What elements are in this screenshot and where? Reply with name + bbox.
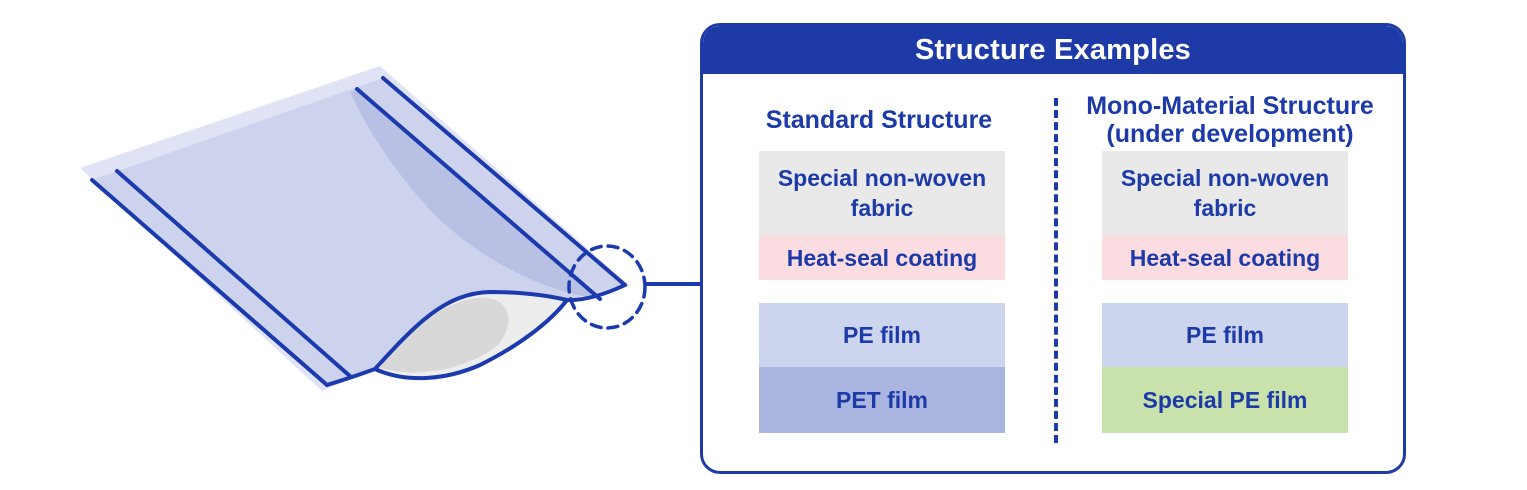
layer-special-non-woven-fabric: Special non-woven fabric <box>759 151 1005 235</box>
layer-heat-seal-coating: Heat-seal coating <box>1102 235 1348 280</box>
mouth-lower-curve <box>373 298 569 381</box>
mouth-corner-segment <box>325 367 377 387</box>
column-heading-mono-material: Mono-Material Structure (under developme… <box>1057 88 1403 152</box>
layer-label: Heat-seal coating <box>1129 244 1321 271</box>
column-divider-dashed <box>1054 98 1058 443</box>
structure-examples-panel: Structure Examples Standard Structure Mo… <box>700 23 1406 474</box>
column-heading-standard: Standard Structure <box>703 88 1055 152</box>
column-heading-standard-line1: Standard Structure <box>765 106 993 134</box>
seal-line-top-outer <box>381 76 627 287</box>
layer-label: Special PE film <box>1142 387 1308 413</box>
pouch-illustration <box>80 66 703 391</box>
layer-pe-film: PE film <box>759 303 1005 367</box>
layer-label: PE film <box>1186 322 1264 348</box>
pouch-opening-shadow <box>380 297 509 373</box>
column-heading-mono-line1: Mono-Material Structure <box>1086 92 1374 120</box>
column-heading-mono-line2: (under development) <box>1106 120 1354 148</box>
layer-label: Heat-seal coating <box>786 244 978 271</box>
layer-pe-film: PE film <box>1102 303 1348 367</box>
layer-label: PE film <box>843 322 921 348</box>
layer-label: Special non-woven fabric <box>777 165 987 221</box>
seal-line-top-inner <box>355 87 602 301</box>
pouch-body <box>92 78 625 385</box>
seal-line-left-outer <box>90 178 329 387</box>
magnifier-circle-icon <box>567 244 647 330</box>
layer-special-pe-film: Special PE film <box>1102 367 1348 433</box>
panel-header: Structure Examples <box>703 26 1403 74</box>
layer-label: PET film <box>835 387 928 413</box>
mouth-upper-curve <box>373 283 627 371</box>
seal-line-left-inner <box>115 169 353 379</box>
layer-special-non-woven-fabric: Special non-woven fabric <box>1102 151 1348 235</box>
layer-label: Special non-woven fabric <box>1120 165 1330 221</box>
panel-title: Structure Examples <box>915 33 1191 66</box>
pouch-outlines <box>90 76 703 387</box>
layer-pet-film: PET film <box>759 367 1005 433</box>
layer-heat-seal-coating: Heat-seal coating <box>759 235 1005 280</box>
